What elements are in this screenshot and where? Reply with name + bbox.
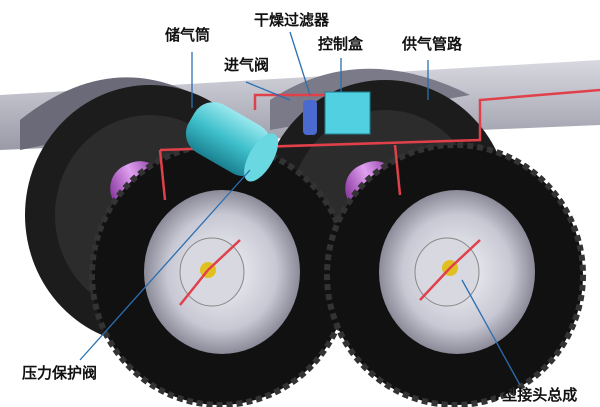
label-t-joint-assembly: T型接头总成 [492, 386, 578, 404]
label-air-tank: 储气筒 [165, 26, 211, 44]
front-tire-right [324, 142, 586, 407]
label-pressure-protection-valve: 压力保护阀 [22, 364, 98, 382]
air-tank [185, 102, 279, 182]
control-box [324, 91, 371, 135]
label-control-box: 控制盒 [318, 35, 364, 53]
label-supply-line: 供气管路 [402, 35, 463, 53]
label-dryer-filter: 干燥过滤器 [254, 11, 330, 29]
label-inlet-valve: 进气阀 [224, 56, 270, 74]
air-supply-lines [158, 88, 600, 306]
dryer-filter [303, 100, 317, 135]
leader-lines [79, 31, 521, 386]
front-tire-left [89, 142, 351, 407]
